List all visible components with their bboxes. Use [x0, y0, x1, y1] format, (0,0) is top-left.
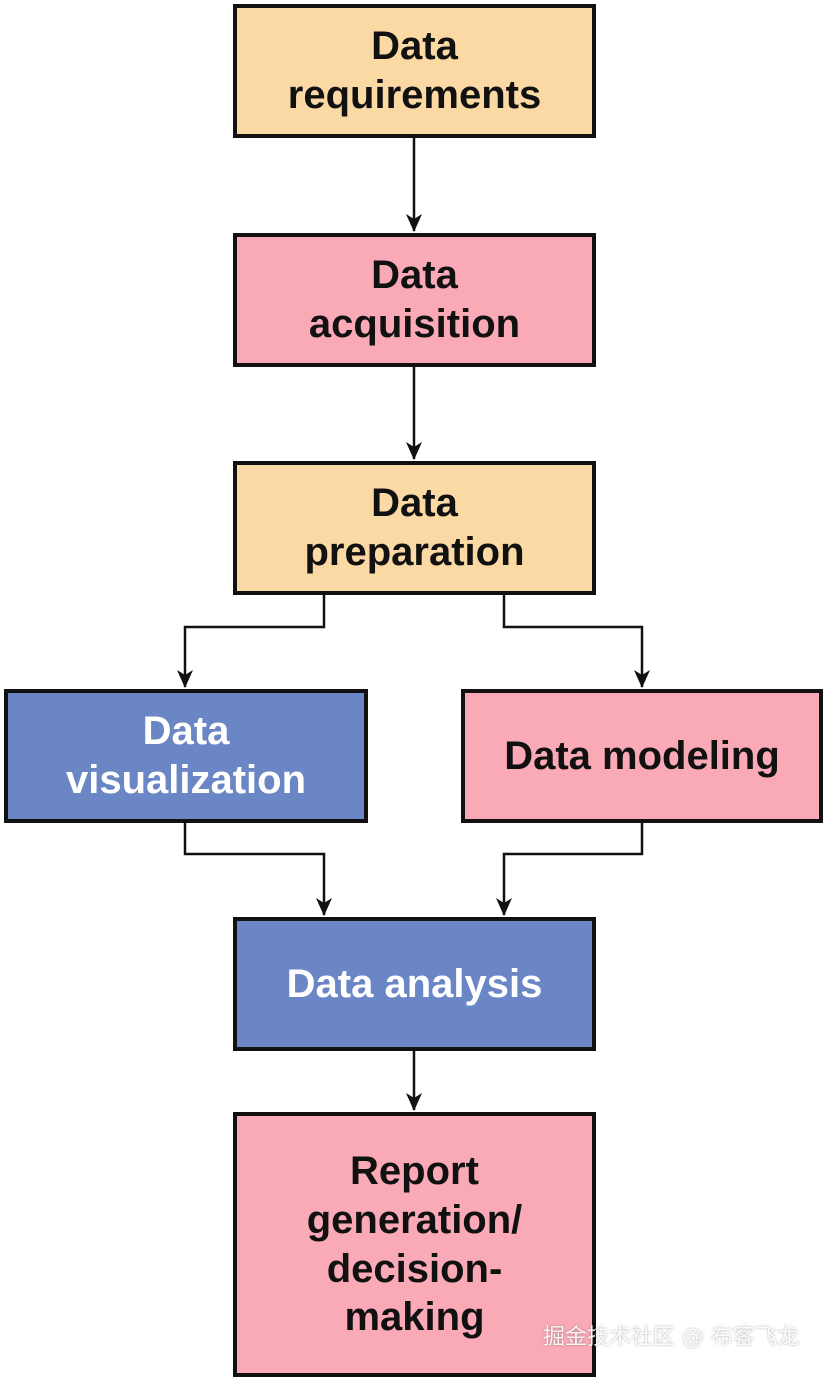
node-label: Data modeling: [504, 733, 780, 778]
node-analysis: Data analysis: [233, 917, 596, 1051]
node-label: Data analysis: [286, 961, 543, 1006]
edge-preparation-to-modeling: [502, 595, 650, 688]
node-modeling: Data modeling: [461, 689, 823, 823]
edge-visualization-to-analysis: [183, 823, 332, 916]
edge-modeling-to-analysis: [496, 823, 644, 916]
edge-preparation-to-visualization: [177, 595, 326, 688]
